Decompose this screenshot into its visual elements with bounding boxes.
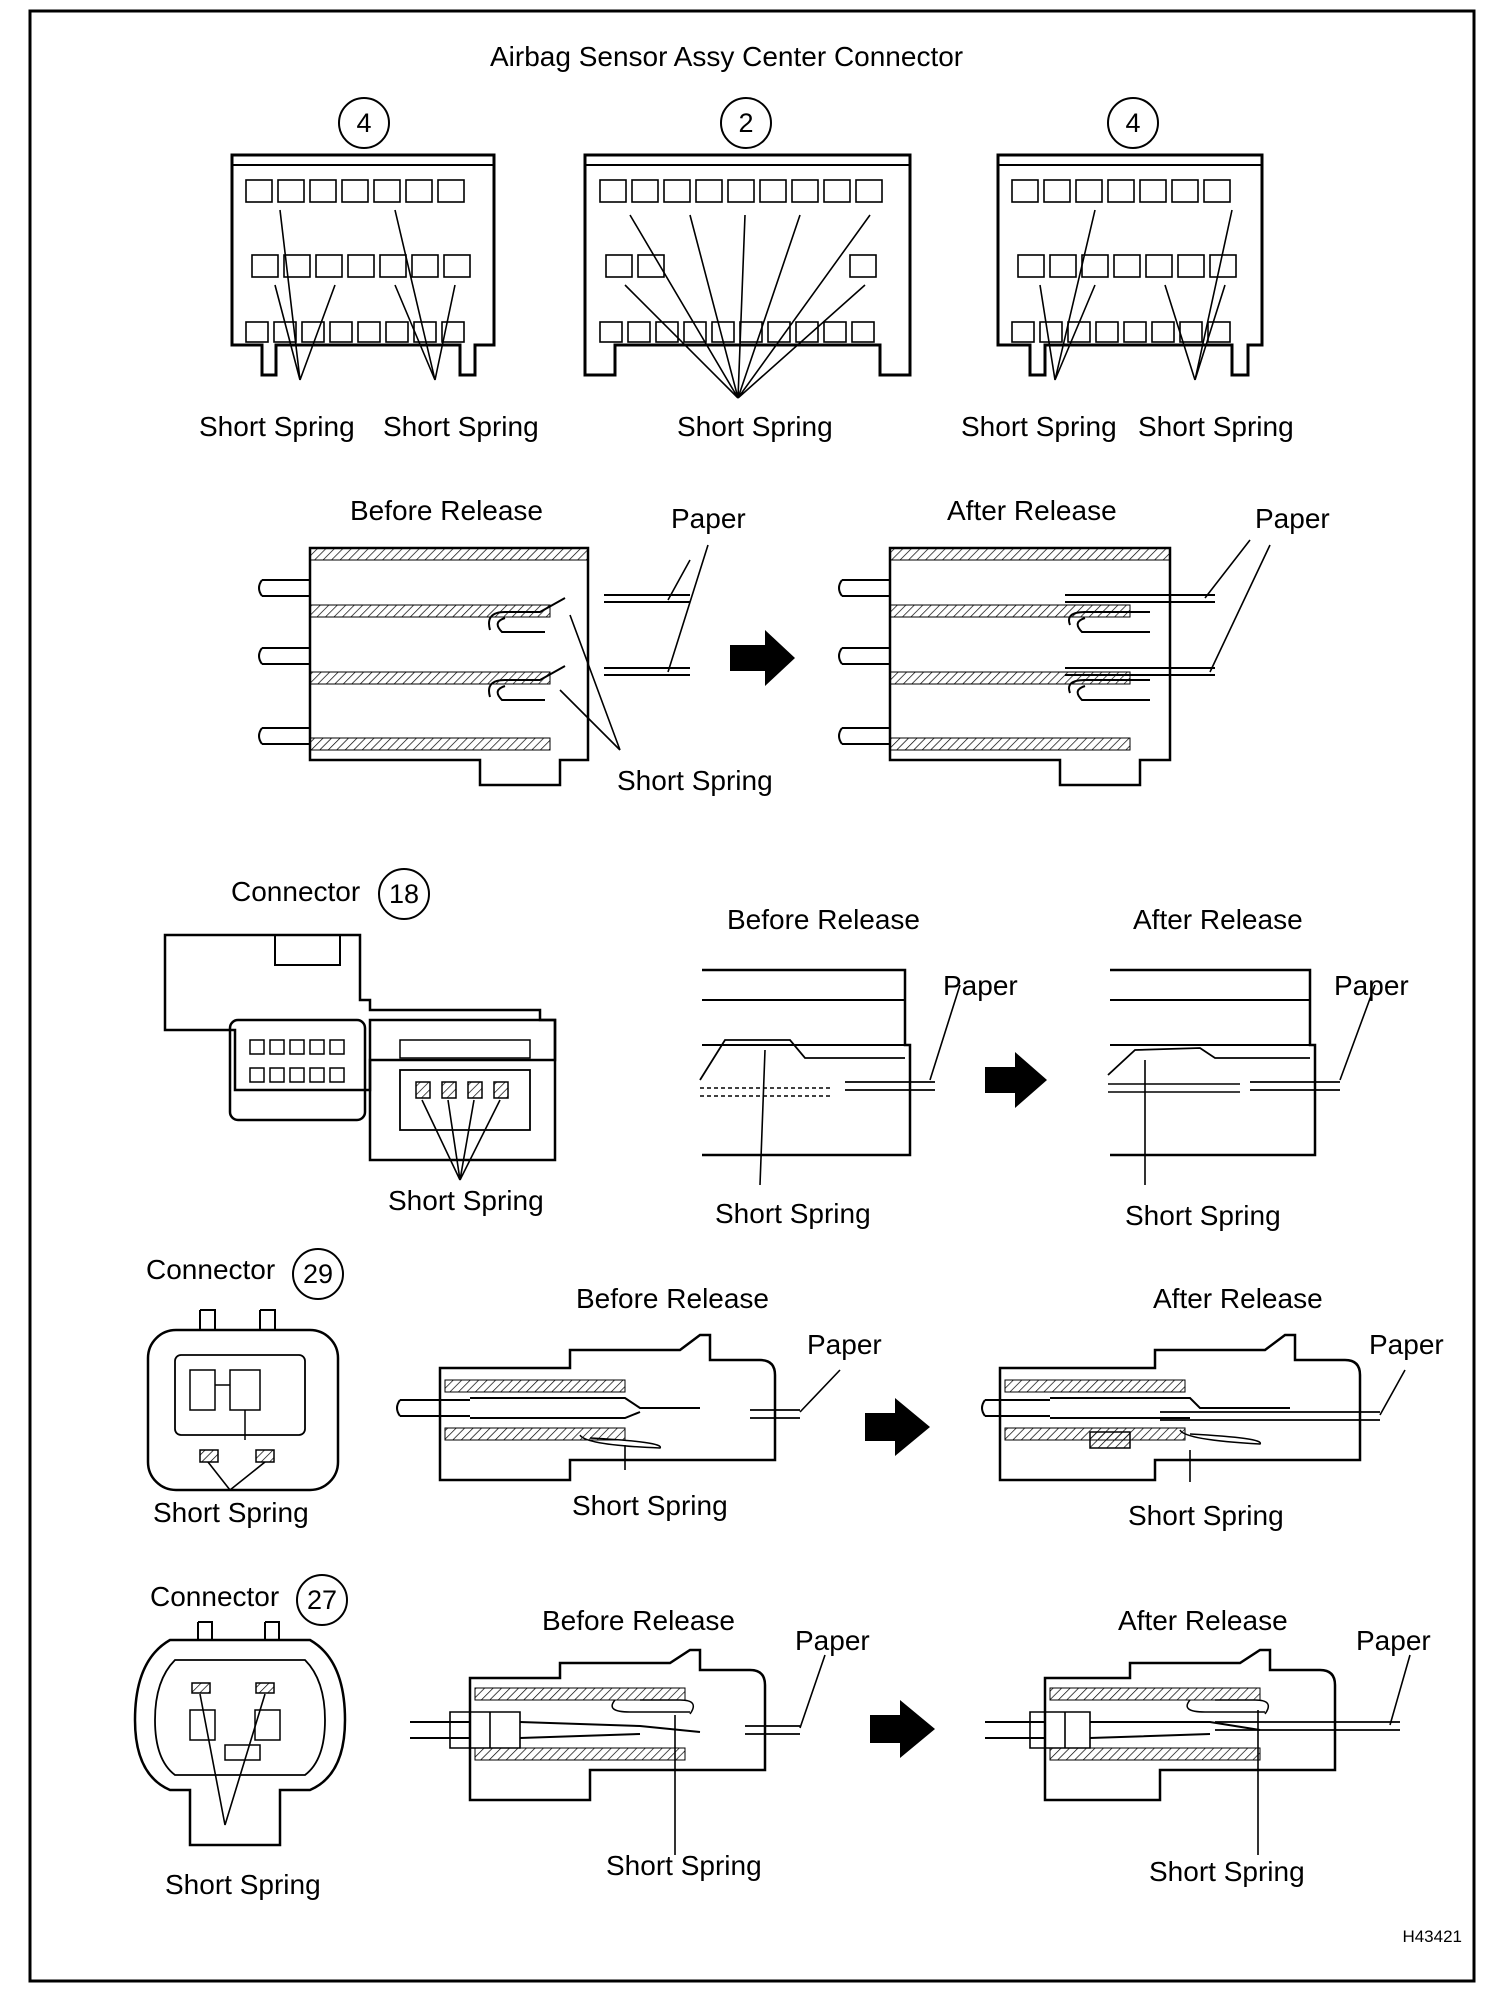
- connector-29-drawing: [146, 1309, 340, 1492]
- after-release-label: After Release: [1118, 1605, 1288, 1636]
- arrow-right-icon: [730, 630, 795, 686]
- callout-number: 4: [1107, 97, 1159, 149]
- connector-29-after-section: [981, 1333, 1406, 1482]
- paper-label: Paper: [943, 970, 1018, 1001]
- center-after-section: [838, 539, 1271, 787]
- after-release-label: After Release: [1133, 904, 1303, 935]
- arrow-right-icon: [870, 1700, 935, 1758]
- after-release-label: After Release: [947, 495, 1117, 526]
- connector-29-before-section: [396, 1333, 841, 1482]
- short-spring-label: Short Spring: [1128, 1500, 1284, 1531]
- center-connector-middle: [583, 153, 912, 399]
- arrow-right-icon: [865, 1398, 930, 1456]
- connector-18-drawing: [163, 933, 557, 1181]
- short-spring-label: Short Spring: [199, 411, 355, 442]
- short-spring-label: Short Spring: [1138, 411, 1294, 442]
- before-release-label: Before Release: [576, 1283, 770, 1314]
- short-spring-label: Short Spring: [165, 1869, 321, 1900]
- paper-label: Paper: [1356, 1625, 1431, 1656]
- connector-18-before-section: [699, 968, 961, 1186]
- paper-label: Paper: [1255, 503, 1330, 534]
- short-spring-label: Short Spring: [961, 411, 1117, 442]
- connector-18-after-section: [1107, 968, 1376, 1185]
- paper-label: Paper: [1334, 970, 1409, 1001]
- connector-label: Connector: [150, 1581, 280, 1612]
- before-release-label: Before Release: [350, 495, 544, 526]
- before-release-label: Before Release: [727, 904, 921, 935]
- connector-label: Connector: [146, 1254, 276, 1285]
- connector-27-after-section: [985, 1648, 1411, 1855]
- connector-label: Connector: [231, 876, 361, 907]
- short-spring-label: Short Spring: [153, 1497, 309, 1528]
- paper-label: Paper: [807, 1329, 882, 1360]
- center-before-section: [258, 544, 709, 787]
- before-release-label: Before Release: [542, 1605, 736, 1636]
- short-spring-label: Short Spring: [677, 411, 833, 442]
- after-release-label: After Release: [1153, 1283, 1323, 1314]
- diagram-title: Airbag Sensor Assy Center Connector: [490, 41, 964, 72]
- figure-id: H43421: [1402, 1927, 1462, 1946]
- short-spring-label: Short Spring: [1149, 1856, 1305, 1887]
- center-connector-left: [230, 153, 496, 381]
- short-spring-label: Short Spring: [388, 1185, 544, 1216]
- callout-number: 29: [292, 1248, 344, 1300]
- connector-27-before-section: [410, 1648, 826, 1855]
- connector-27-drawing: [133, 1621, 347, 1847]
- short-spring-label: Short Spring: [617, 765, 773, 796]
- short-spring-label: Short Spring: [383, 411, 539, 442]
- figure-border: [28, 9, 1476, 1983]
- callout-number: 18: [378, 868, 430, 920]
- short-spring-label: Short Spring: [572, 1490, 728, 1521]
- arrow-right-icon: [985, 1052, 1047, 1108]
- short-spring-label: Short Spring: [715, 1198, 871, 1229]
- callout-number: 2: [720, 97, 772, 149]
- short-spring-label: Short Spring: [606, 1850, 762, 1881]
- center-connector-right: [996, 153, 1264, 381]
- paper-label: Paper: [671, 503, 746, 534]
- callout-number: 27: [296, 1574, 348, 1626]
- paper-label: Paper: [1369, 1329, 1444, 1360]
- short-spring-label: Short Spring: [1125, 1200, 1281, 1231]
- callout-number: 4: [338, 97, 390, 149]
- paper-label: Paper: [795, 1625, 870, 1656]
